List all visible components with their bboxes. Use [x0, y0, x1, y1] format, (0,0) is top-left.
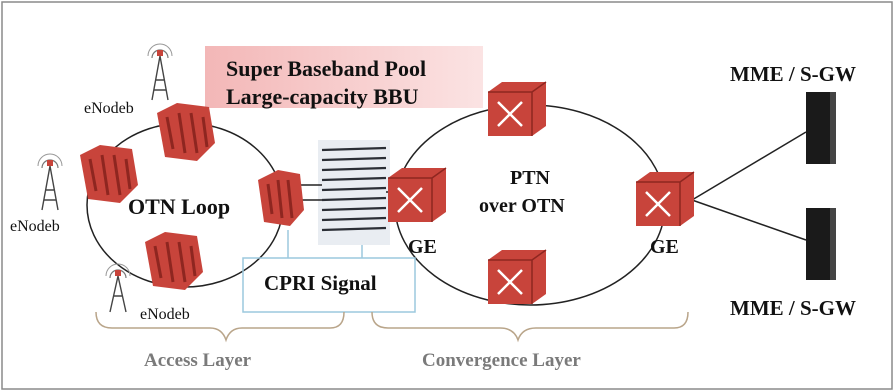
radio-tower-icon	[105, 263, 131, 313]
access-layer-brace	[95, 311, 345, 343]
router-icon	[488, 81, 547, 136]
baseband-pool-subtitle: Large-capacity BBU	[226, 84, 419, 109]
link-to-mme-top	[691, 131, 807, 201]
ge-label-left: GE	[408, 236, 437, 258]
router-icon	[488, 249, 547, 304]
enodeb-label-top: eNodeb	[84, 100, 134, 117]
ge-label-right: GE	[650, 236, 679, 258]
otn-loop-label: OTN Loop	[128, 194, 231, 219]
otn-node-icon	[145, 232, 203, 290]
radio-tower-icon	[147, 43, 173, 101]
cpri-signal-box	[242, 257, 416, 313]
baseband-pool-title: Super Baseband Pool	[226, 56, 427, 81]
enodeb-label-left: eNodeb	[10, 218, 60, 235]
radio-tower-icon	[37, 153, 63, 211]
otn-node-icon	[80, 145, 138, 203]
cpri-signal-label: CPRI Signal	[264, 271, 377, 295]
router-icon	[636, 171, 695, 226]
ptn-label: PTN	[510, 167, 550, 189]
link-to-mme-bottom	[691, 199, 807, 241]
convergence-layer-brace	[371, 311, 689, 343]
access-layer-label: Access Layer	[144, 350, 252, 371]
router-icon	[388, 167, 447, 222]
mme-sgw-label-top: MME / S-GW	[730, 62, 856, 86]
mme-sgw-label-bottom: MME / S-GW	[730, 296, 856, 320]
convergence-layer-label: Convergence Layer	[422, 350, 581, 371]
server-icon	[806, 92, 836, 164]
otn-node-icon	[258, 170, 304, 226]
bbu-rack-icon	[300, 140, 392, 245]
server-icon	[806, 208, 836, 280]
otn-node-icon	[157, 103, 215, 161]
baseband-pool-band	[205, 46, 483, 108]
ptn-over-otn-label: over OTN	[479, 195, 565, 217]
enodeb-label-bottom: eNodeb	[140, 306, 190, 323]
